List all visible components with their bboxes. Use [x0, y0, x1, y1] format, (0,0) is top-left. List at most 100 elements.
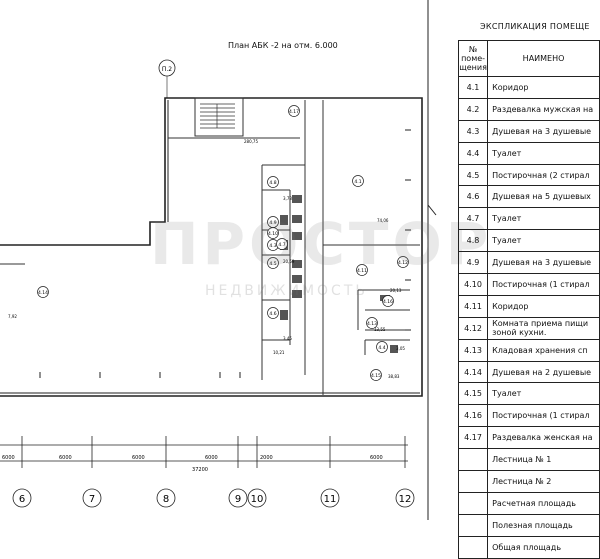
- table-row: Лестница № 1: [457, 448, 600, 472]
- room-marker-circle: [376, 341, 388, 353]
- dimension-value: 2000: [260, 455, 273, 461]
- room-marker-circle: [352, 175, 364, 187]
- room-number-cell: 4.5: [457, 163, 489, 187]
- room-area-label: 10,21: [273, 350, 285, 355]
- column-header-name: НАИМЕНО: [487, 40, 600, 77]
- dimension-value: 6000: [59, 455, 72, 461]
- room-marker-label: 4.9: [269, 220, 276, 226]
- watermark-logo: ПРОСТОР: [150, 210, 493, 278]
- room-marker-label: 4.11: [357, 268, 367, 274]
- room-name-cell: Коридор: [487, 76, 600, 99]
- room-marker-circle: [370, 369, 382, 381]
- room-marker-label: 4.14: [38, 290, 48, 296]
- room-name-cell: Постирочная (1 стирал: [487, 404, 600, 428]
- axis-label: 8: [163, 494, 169, 505]
- room-name-cell: Полезная площадь: [487, 513, 600, 537]
- room-number-cell: 4.17: [457, 426, 489, 450]
- room-marker-label: 4.13: [367, 321, 377, 327]
- room-name-cell: Душевая на 5 душевых: [487, 185, 600, 209]
- room-number-cell: 4.7: [457, 207, 489, 231]
- axis-label: 9: [235, 494, 241, 505]
- room-marker-label: 4.1: [354, 179, 361, 185]
- room-marker-label: 4.15: [371, 373, 381, 379]
- axis-circle: [320, 488, 340, 508]
- axis-label: 11: [324, 494, 337, 505]
- room-name-cell: Коридор: [487, 294, 600, 318]
- axis-circle: [395, 488, 415, 508]
- room-number-cell: 4.1: [457, 76, 489, 99]
- room-marker-label: 4.4: [378, 345, 385, 351]
- room-name-cell: Душевая на 3 душевые: [487, 119, 600, 143]
- watermark-subtitle: НЕДВИЖИМОСТЬ: [205, 283, 368, 299]
- total-dimension: 37200: [192, 467, 208, 473]
- table-row: Расчетная площадь: [457, 491, 600, 515]
- axis-label: 6: [19, 494, 25, 505]
- table-row: Полезная площадь: [457, 513, 600, 537]
- room-area-label: 74,06: [377, 218, 389, 223]
- room-area-label: 38,83: [388, 374, 400, 379]
- room-marker-circle: [37, 286, 49, 298]
- axis-label: 10: [251, 494, 264, 505]
- axis-circle: [82, 488, 102, 508]
- axis-circle: [247, 488, 267, 508]
- axis-circle: [156, 488, 176, 508]
- room-name-cell: Туалет: [487, 229, 600, 253]
- room-name-cell: Раздевалка женская на: [487, 426, 600, 450]
- room-area-label: 20,13: [390, 288, 402, 293]
- room-marker-circle: [366, 317, 378, 329]
- room-number-cell: [457, 535, 489, 559]
- room-name-cell: Раздевалка мужская на: [487, 97, 600, 121]
- outer-walls: [0, 97, 423, 397]
- room-name-cell: Лестница № 1: [487, 448, 600, 472]
- axis-markers: 6 7 8 9 10 11 12: [12, 488, 415, 508]
- room-area-label: 20,59: [283, 259, 295, 264]
- room-name-cell: Общая площадь: [487, 535, 600, 559]
- room-name-cell: Постирочная (2 стирал: [487, 163, 600, 187]
- room-area-label: 280,75: [244, 139, 258, 144]
- room-marker-circle: [267, 257, 279, 269]
- room-area-label: 7,92: [8, 314, 17, 319]
- room-marker-label: 4.17: [289, 109, 299, 115]
- partitions: [0, 97, 420, 395]
- column-header-number: № поме-щения: [457, 40, 489, 77]
- room-marker-circle: [267, 176, 279, 188]
- room-marker-circle: [382, 295, 394, 307]
- room-name-cell: Лестница № 2: [487, 470, 600, 493]
- room-number-cell: [457, 491, 489, 515]
- room-marker-label: 4.10: [268, 231, 278, 237]
- room-marker-circle: [267, 227, 279, 239]
- room-marker-circle: [356, 264, 368, 276]
- window-ticks: [39, 129, 411, 378]
- room-marker-circle: [267, 307, 279, 319]
- room-number-cell: [457, 513, 489, 537]
- room-number-cell: 4.13: [457, 338, 489, 362]
- room-name-cell: Расчетная площадь: [487, 491, 600, 515]
- room-name-cell: Кладовая хранения сп: [487, 338, 600, 362]
- room-number-cell: 4.9: [457, 251, 489, 275]
- room-number-cell: 4.8: [457, 229, 489, 253]
- dimension-value: 6000: [132, 455, 145, 461]
- axis-circle: [228, 488, 248, 508]
- room-number-cell: 4.6: [457, 185, 489, 209]
- axis-label: 7: [89, 494, 95, 505]
- room-marker-label: 4.5: [269, 261, 276, 267]
- room-marker-label: 4.6: [269, 311, 276, 317]
- axis-label: 12: [399, 494, 412, 505]
- room-name-cell: Постирочная (1 стирал: [487, 273, 600, 296]
- room-name-cell: Душевая на 3 душевые: [487, 251, 600, 275]
- dimension-value: 6000: [205, 455, 218, 461]
